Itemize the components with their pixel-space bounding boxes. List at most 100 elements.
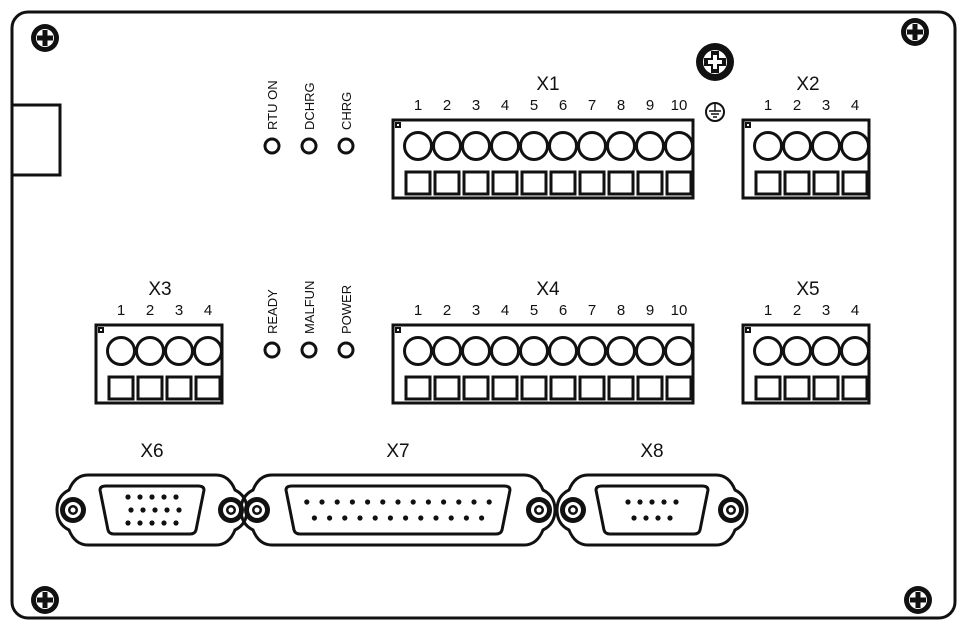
connector-label: X8 <box>640 441 663 462</box>
wire-entry <box>194 375 222 401</box>
wire-entry <box>404 375 432 401</box>
pin-hole <box>357 515 363 521</box>
pin-hole <box>173 494 179 500</box>
screw-terminal <box>490 336 520 366</box>
pin-hole <box>637 499 643 505</box>
pin-hole <box>334 499 340 505</box>
pin-number: 3 <box>822 302 830 319</box>
connector-label: X4 <box>536 279 560 300</box>
pin-hole <box>456 499 462 505</box>
led-chrg: CHRG <box>337 92 355 155</box>
pin-hole <box>137 494 143 500</box>
pin-hole <box>486 499 492 505</box>
wire-entry <box>636 375 664 401</box>
terminal-housing <box>741 323 871 405</box>
led-malfun: MALFUN <box>300 281 318 359</box>
screw-terminal <box>461 336 491 366</box>
connector-label: X6 <box>140 441 163 462</box>
pin-hole <box>149 520 155 526</box>
sub-d-connector-x6: X6 <box>55 441 249 547</box>
connector-shell <box>239 473 557 547</box>
pin-number: 2 <box>793 302 801 319</box>
pin-hole <box>625 499 631 505</box>
screw-terminal <box>461 131 491 161</box>
wire-entry <box>520 375 548 401</box>
sub-d-connector-x8: X8 <box>555 441 749 547</box>
screw-terminal <box>106 336 136 366</box>
led-label: DCHRG <box>302 82 317 130</box>
connector-label: X5 <box>796 279 819 300</box>
screw-terminal <box>664 131 694 161</box>
wire-entry <box>754 170 782 196</box>
pin-number: 5 <box>530 302 538 319</box>
screw-terminal <box>811 336 841 366</box>
pin-number: 4 <box>851 302 859 319</box>
wire-entry <box>165 375 193 401</box>
terminal-housing <box>391 118 695 200</box>
pin-number: 6 <box>559 302 567 319</box>
connector-shell <box>55 473 249 547</box>
screw-terminal <box>193 336 223 366</box>
pin-number: 2 <box>146 302 154 319</box>
led-indicator <box>263 341 281 359</box>
screw-terminal <box>840 131 870 161</box>
screw-terminal <box>403 336 433 366</box>
screw-terminal <box>753 131 783 161</box>
terminal-housing <box>391 323 695 405</box>
wire-entry <box>607 170 635 196</box>
wire-entry <box>433 375 461 401</box>
pin-hole <box>471 499 477 505</box>
jackscrew-icon <box>218 497 244 523</box>
pin-number: 10 <box>671 302 688 319</box>
wire-entry <box>491 375 519 401</box>
pin-hole <box>673 499 679 505</box>
pin-number: 4 <box>851 97 859 114</box>
wire-entry <box>578 170 606 196</box>
side-tab <box>10 103 62 177</box>
led-indicator <box>300 341 318 359</box>
pin-hole <box>161 520 167 526</box>
pin-number: 3 <box>175 302 183 319</box>
wire-entry <box>607 375 635 401</box>
screw-terminal <box>635 336 665 366</box>
wire-entry <box>754 375 782 401</box>
screw-icon <box>31 24 59 52</box>
jackscrew-icon <box>718 497 744 523</box>
pin-hole <box>372 515 378 521</box>
screw-terminal <box>164 336 194 366</box>
pin-number: 9 <box>646 302 654 319</box>
pin-hole <box>152 507 158 513</box>
pin-number: 1 <box>414 97 422 114</box>
pin-hole <box>655 515 661 521</box>
pin-hole <box>176 507 182 513</box>
pin-hole <box>643 515 649 521</box>
pin-hole <box>441 499 447 505</box>
connector-label: X1 <box>536 74 559 95</box>
pin-number: 1 <box>764 302 772 319</box>
wire-entry <box>665 375 693 401</box>
pin-hole <box>649 499 655 505</box>
pin-number: 8 <box>617 302 625 319</box>
wire-entry <box>136 375 164 401</box>
led-rtu-on: RTU ON <box>263 80 281 155</box>
pin-number: 6 <box>559 97 567 114</box>
led-label: POWER <box>339 285 354 334</box>
pin-hole <box>448 515 454 521</box>
pin-number: 2 <box>443 97 451 114</box>
pin-number: 2 <box>793 97 801 114</box>
ground-screw-icon <box>696 43 734 81</box>
led-label: CHRG <box>339 92 354 130</box>
wire-entry <box>665 170 693 196</box>
wire-entry <box>462 375 490 401</box>
wire-entry <box>812 170 840 196</box>
screw-terminal <box>753 336 783 366</box>
pin-hole <box>479 515 485 521</box>
jackscrew-icon <box>526 497 552 523</box>
pin-hole <box>304 499 310 505</box>
led-label: READY <box>265 289 280 334</box>
wire-entry <box>549 170 577 196</box>
wire-entry <box>549 375 577 401</box>
